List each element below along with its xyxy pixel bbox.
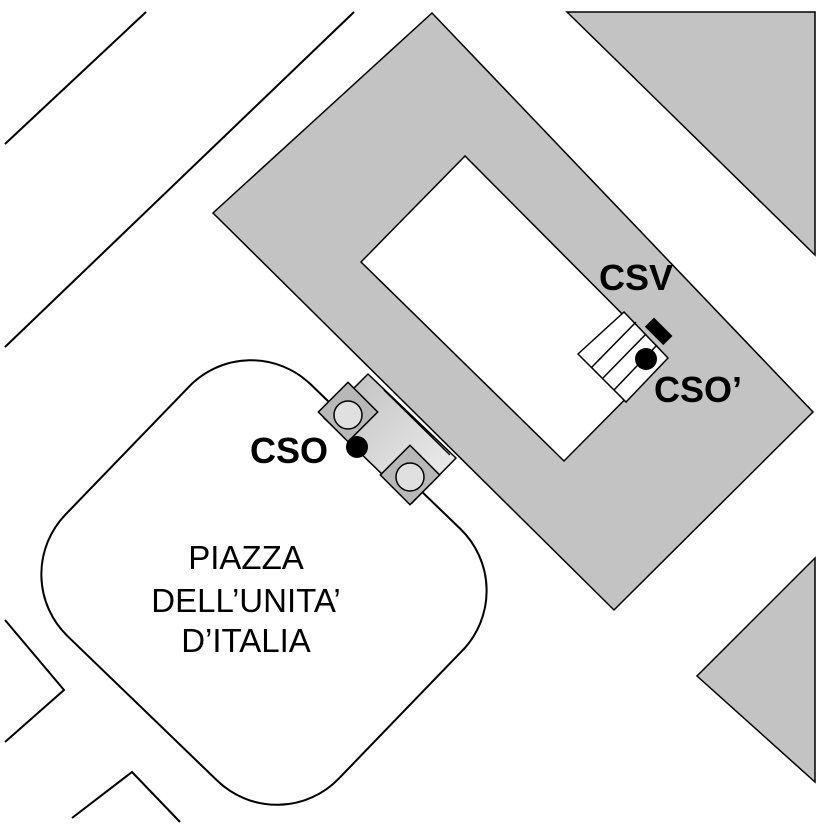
street-corner-bottom <box>71 770 181 823</box>
piazza-name-line-1: PIAZZA <box>188 539 304 576</box>
courtyard-building <box>211 11 815 612</box>
portico-entrance <box>317 372 458 506</box>
cso-prime-marker-dot <box>635 348 657 370</box>
stair-step-2 <box>602 333 647 379</box>
building-bottom-right <box>695 556 816 784</box>
csv-label: CSV <box>599 257 673 298</box>
csv-sensor <box>644 317 673 346</box>
building-top-right <box>565 11 816 257</box>
street-line-2 <box>4 11 355 348</box>
instrument-circle-2 <box>395 462 425 492</box>
street-line-1 <box>4 11 147 145</box>
staircase <box>576 310 673 404</box>
street-lines <box>4 11 355 823</box>
cso-prime-label: CSO’ <box>654 369 742 410</box>
street-corner-left <box>4 619 66 743</box>
instrument-circle-1 <box>333 400 363 430</box>
stair-step-1 <box>591 321 637 368</box>
portico-inner-line <box>383 389 451 456</box>
piazza-name: PIAZZA DELL’UNITA’ D’ITALIA <box>151 539 341 659</box>
piazza-name-line-2: DELL’UNITA’ <box>151 582 341 619</box>
piazza-name-line-3: D’ITALIA <box>181 622 311 659</box>
cso-label: CSO <box>250 430 328 471</box>
cso-marker-dot <box>346 436 368 458</box>
